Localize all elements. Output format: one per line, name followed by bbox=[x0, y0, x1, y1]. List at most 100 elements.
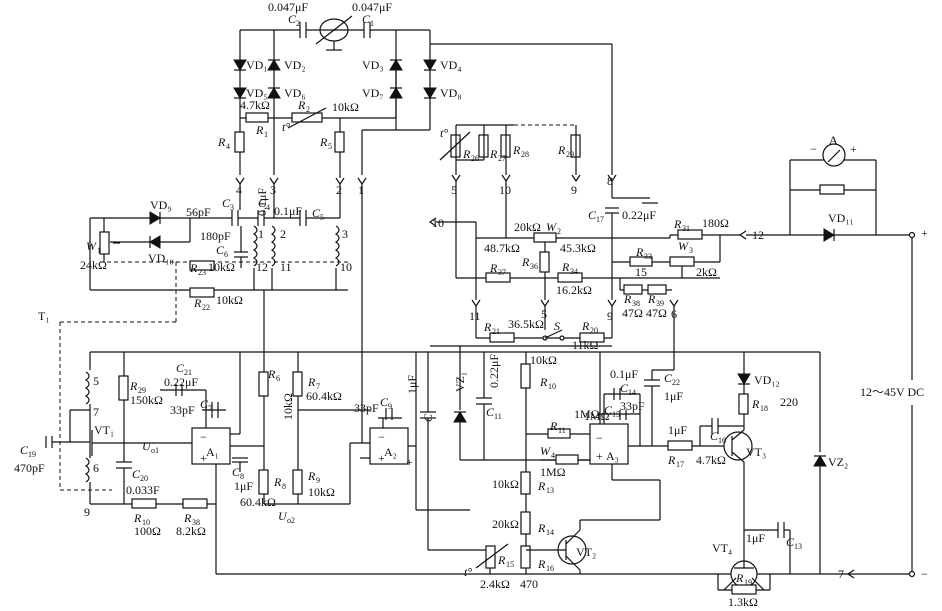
vd6-label: VD₆ bbox=[284, 86, 306, 100]
svg-text:5: 5 bbox=[320, 213, 324, 222]
r9-label: R bbox=[307, 469, 316, 483]
c6-value: 180pF bbox=[200, 229, 231, 243]
tr-6: 6 bbox=[93, 461, 99, 475]
r20-label: R bbox=[581, 319, 590, 333]
r6-label: R bbox=[267, 367, 276, 381]
r10-label: R bbox=[133, 511, 142, 525]
svg-text:20: 20 bbox=[140, 474, 148, 483]
c19-label: C bbox=[20, 443, 29, 457]
therm-r15: t° bbox=[464, 565, 472, 579]
svg-text:1: 1 bbox=[97, 246, 101, 255]
svg-text:6: 6 bbox=[276, 374, 280, 383]
w2-value: 20kΩ bbox=[514, 220, 541, 234]
w1-value: 24kΩ bbox=[80, 258, 107, 272]
vz1-label: VZ₁ bbox=[453, 372, 467, 392]
r27-label: R bbox=[489, 147, 498, 161]
r1-label: R bbox=[255, 123, 264, 137]
r16-label: R bbox=[537, 557, 546, 571]
r39-value: 47Ω bbox=[646, 306, 667, 320]
c5-label: C bbox=[312, 206, 321, 220]
vd3-label: VD₃ bbox=[362, 58, 384, 72]
r19-value: 1.3kΩ bbox=[728, 595, 758, 609]
top-bridge bbox=[233, 15, 613, 178]
a2-out-plus: + bbox=[406, 455, 413, 469]
t1-label: T₁ bbox=[38, 309, 50, 323]
term-4: 4 bbox=[236, 183, 242, 197]
r9-value: 10kΩ bbox=[308, 485, 335, 499]
svg-text:1: 1 bbox=[264, 130, 268, 139]
a1-label: A₁ bbox=[206, 445, 219, 459]
a3-minus: − bbox=[596, 431, 603, 445]
vd10-label: VD₁₀ bbox=[148, 251, 174, 265]
ammeter-minus: − bbox=[810, 142, 817, 156]
svg-text:11: 11 bbox=[494, 412, 502, 421]
w2-label: W bbox=[546, 220, 557, 234]
r34-value: 16.2kΩ bbox=[556, 283, 592, 297]
svg-text:11: 11 bbox=[558, 426, 566, 435]
c20-label: C bbox=[132, 467, 141, 481]
svg-text:14: 14 bbox=[628, 388, 636, 397]
svg-text:19: 19 bbox=[744, 578, 752, 587]
c11-value: 0.22μF bbox=[487, 354, 501, 388]
svg-text:16: 16 bbox=[718, 436, 726, 445]
r5-label: R bbox=[319, 135, 328, 149]
w2-left: 48.7kΩ bbox=[484, 241, 520, 255]
coil-3: 3 bbox=[342, 227, 348, 241]
r38b-label: R bbox=[183, 511, 192, 525]
c8-label: C bbox=[232, 465, 241, 479]
c17-label: C bbox=[588, 208, 597, 222]
r6-value: 10kΩ bbox=[281, 393, 295, 420]
uo2-label: U bbox=[278, 509, 288, 523]
r6-r9-network bbox=[258, 290, 370, 505]
vt1-label: VT₁ bbox=[94, 423, 114, 437]
term-5-mid: 5 bbox=[541, 307, 547, 321]
r31-value: 180Ω bbox=[702, 216, 729, 230]
vz2-label: VZ₂ bbox=[828, 455, 848, 469]
c9-label: C bbox=[380, 395, 389, 409]
c4-label: C bbox=[258, 196, 267, 210]
coil-2: 2 bbox=[280, 227, 286, 241]
c14-label: C bbox=[620, 381, 629, 395]
svg-text:2: 2 bbox=[306, 105, 310, 114]
a3-label: A₃ bbox=[606, 449, 619, 463]
vd2-label: VD₂ bbox=[284, 58, 306, 72]
c14-value: 0.1μF bbox=[610, 367, 638, 381]
ammeter-label: A bbox=[829, 133, 838, 147]
divider-column bbox=[475, 352, 590, 574]
opamp-a2 bbox=[349, 352, 490, 551]
svg-text:6: 6 bbox=[224, 250, 228, 259]
vd9-label: VD₉ bbox=[150, 198, 172, 212]
r10b-value: 10kΩ bbox=[530, 353, 557, 367]
svg-text:15: 15 bbox=[506, 560, 514, 569]
svg-text:34: 34 bbox=[570, 267, 578, 276]
uo1-label: U bbox=[142, 439, 152, 453]
output-stage bbox=[667, 352, 827, 595]
ammeter-plus: + bbox=[850, 142, 857, 156]
svg-text:o2: o2 bbox=[287, 516, 295, 525]
supply-section bbox=[738, 143, 916, 579]
vt3-label: VT₃ bbox=[746, 445, 766, 459]
term-6-top: 6 bbox=[671, 307, 677, 321]
svg-text:10: 10 bbox=[142, 518, 150, 527]
opamp-a3 bbox=[580, 352, 668, 521]
therm-r2: t° bbox=[282, 120, 290, 134]
term-3: 3 bbox=[270, 183, 276, 197]
r13-label: R bbox=[537, 479, 546, 493]
r17-label: R bbox=[667, 453, 676, 467]
svg-text:8: 8 bbox=[282, 482, 286, 491]
r33-label: R bbox=[635, 245, 644, 259]
r23-value: 10kΩ bbox=[208, 260, 235, 274]
svg-text:26: 26 bbox=[471, 154, 479, 163]
svg-text:21: 21 bbox=[492, 327, 500, 336]
supply-minus: − bbox=[921, 567, 928, 581]
svg-text:18: 18 bbox=[760, 404, 768, 413]
vt2 bbox=[526, 520, 587, 574]
svg-text:29: 29 bbox=[138, 386, 146, 395]
c17-value: 0.22μF bbox=[622, 208, 656, 222]
svg-text:13: 13 bbox=[546, 486, 554, 495]
svg-text:36: 36 bbox=[530, 262, 538, 271]
svg-text:o1: o1 bbox=[151, 446, 159, 455]
c19-value: 470pF bbox=[14, 461, 45, 475]
